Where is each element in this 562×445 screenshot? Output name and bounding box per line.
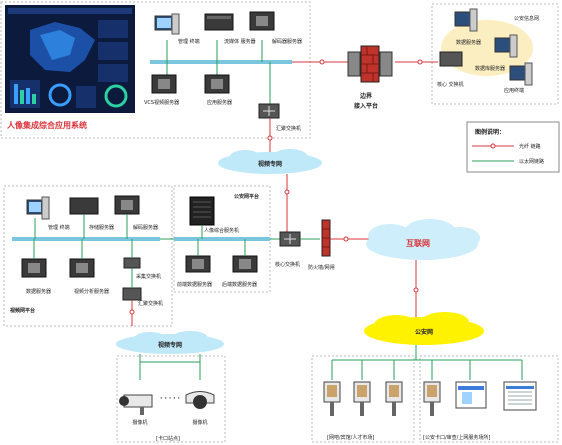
bullet-camera-icon[interactable] bbox=[119, 394, 153, 415]
video-network-platform-label: 视频网平台 bbox=[10, 307, 35, 314]
core-switch-icon[interactable] bbox=[279, 231, 301, 247]
left-device-label-5: 采集交换机 bbox=[136, 273, 161, 280]
center-device-label-2: 后端数据服务器 bbox=[222, 281, 257, 288]
top-right-label-3: 核心 交换机 bbox=[437, 81, 464, 88]
decoder-icon[interactable] bbox=[249, 11, 275, 31]
switch-icon[interactable] bbox=[258, 103, 280, 119]
switch-icon[interactable] bbox=[123, 257, 141, 269]
firewall-icon[interactable] bbox=[321, 219, 331, 257]
top-right-label-0: 公安信息网 bbox=[514, 15, 539, 22]
internet-cloud bbox=[366, 219, 480, 260]
ellipsis-dots: · · · · · bbox=[160, 395, 180, 402]
center-device-label-1: 前端数据服务器 bbox=[177, 281, 212, 288]
police-network-ellipse bbox=[441, 20, 533, 76]
video-cloud-top-label: 视频专网 bbox=[258, 160, 282, 168]
zone-review bbox=[419, 355, 559, 443]
top-device-label-4: 应用服务器 bbox=[207, 99, 232, 106]
legend-title: 图例说明： bbox=[475, 128, 505, 136]
zone-top-platform bbox=[0, 1, 311, 139]
top-device-label-0: 管理 终端 bbox=[178, 38, 200, 45]
top-right-label-1: 数据服务器 bbox=[456, 39, 481, 46]
server-icon[interactable] bbox=[204, 74, 230, 94]
top-right-label-2: 数据库服务器 bbox=[475, 65, 505, 72]
face-terminal-icon[interactable] bbox=[353, 381, 371, 416]
workstation-icon[interactable] bbox=[494, 34, 518, 58]
zone-terminal bbox=[311, 355, 415, 443]
switch-icon[interactable] bbox=[439, 51, 463, 67]
center-device-label-0: 人像综合服务机 bbox=[204, 227, 239, 234]
legend-ethernet-label: 以太网链路 bbox=[519, 158, 544, 165]
camera-label-0: 摄像机 bbox=[132, 419, 147, 426]
switch-icon[interactable] bbox=[122, 287, 142, 301]
left-device-label-2: 解码服务器 bbox=[133, 224, 158, 231]
workstation-icon[interactable] bbox=[509, 62, 533, 86]
face-terminal-icon[interactable] bbox=[323, 381, 341, 416]
left-device-label-4: 视频分析服务器 bbox=[74, 288, 109, 295]
legend-fiber-label: 光纤 链路 bbox=[519, 143, 541, 150]
camera-label-1: 摄像机 bbox=[192, 419, 207, 426]
top-device-label-3: VCS视频服务器 bbox=[144, 99, 179, 106]
video-network-cloud-top bbox=[218, 149, 322, 174]
top-device-label-1: 流媒体 服务器 bbox=[224, 38, 256, 45]
dome-camera-icon[interactable] bbox=[185, 391, 215, 410]
face-terminal-icon[interactable] bbox=[423, 381, 441, 416]
internet-label: 互联网 bbox=[406, 238, 430, 248]
zone-checkpoint bbox=[116, 355, 226, 443]
police-network-cloud bbox=[364, 312, 484, 345]
screen-window-icon[interactable] bbox=[455, 381, 487, 409]
decoder-icon[interactable] bbox=[114, 195, 140, 215]
system-title: 人像集成综合应用系统 bbox=[7, 120, 87, 130]
left-device-label-3: 数据服务器 bbox=[26, 288, 51, 295]
review-site-label: [公安卡口/审查/上网服务场所] bbox=[423, 434, 490, 441]
boundary-label-1: 边界 bbox=[359, 92, 373, 100]
workstation-icon[interactable] bbox=[454, 8, 478, 32]
face-terminal-icon[interactable] bbox=[385, 381, 403, 416]
video-network-cloud-bottom bbox=[116, 331, 224, 354]
server-icon[interactable] bbox=[69, 197, 99, 215]
terminal-site-label: [网吧/宾馆/人才市场] bbox=[327, 434, 374, 441]
top-device-label-2: 解码器服务器 bbox=[272, 38, 302, 45]
zone-legend bbox=[466, 121, 560, 173]
police-network-label: 公安网 bbox=[415, 328, 433, 336]
left-device-label-6: 汇聚交换机 bbox=[138, 300, 163, 307]
server-icon[interactable] bbox=[21, 258, 47, 278]
zone-top-right bbox=[431, 3, 559, 105]
left-device-label-1: 存储服务器 bbox=[89, 224, 114, 231]
rack-server-icon[interactable] bbox=[189, 196, 215, 226]
boundary-label-2: 接入平台 bbox=[353, 102, 378, 110]
center-device-label-3: 核心交换机 bbox=[275, 261, 300, 268]
left-device-label-0: 管理 终端 bbox=[48, 224, 70, 231]
zone-left-platform bbox=[3, 185, 173, 327]
monitor-icon[interactable] bbox=[26, 196, 50, 220]
center-device-label-4: 防火墙/网闸 bbox=[308, 264, 335, 271]
server-icon[interactable] bbox=[151, 74, 177, 94]
top-right-label-4: 应用终端 bbox=[504, 87, 524, 94]
dashboard-thumbnail bbox=[5, 5, 135, 113]
server-icon[interactable] bbox=[185, 255, 211, 273]
checkpoint-site-label: [卡口站点] bbox=[156, 435, 180, 442]
top-device-label-5: 汇聚交换机 bbox=[276, 125, 301, 132]
public-security-platform-label: 公安网平台 bbox=[234, 193, 259, 200]
server-icon[interactable] bbox=[69, 258, 95, 278]
server-icon[interactable] bbox=[232, 255, 258, 273]
firewall-icon[interactable] bbox=[347, 45, 393, 83]
monitor-icon[interactable] bbox=[154, 13, 180, 35]
server-icon[interactable] bbox=[204, 13, 234, 31]
screen-window-icon[interactable] bbox=[503, 381, 537, 411]
video-cloud-bottom-label: 视频专网 bbox=[158, 341, 182, 349]
